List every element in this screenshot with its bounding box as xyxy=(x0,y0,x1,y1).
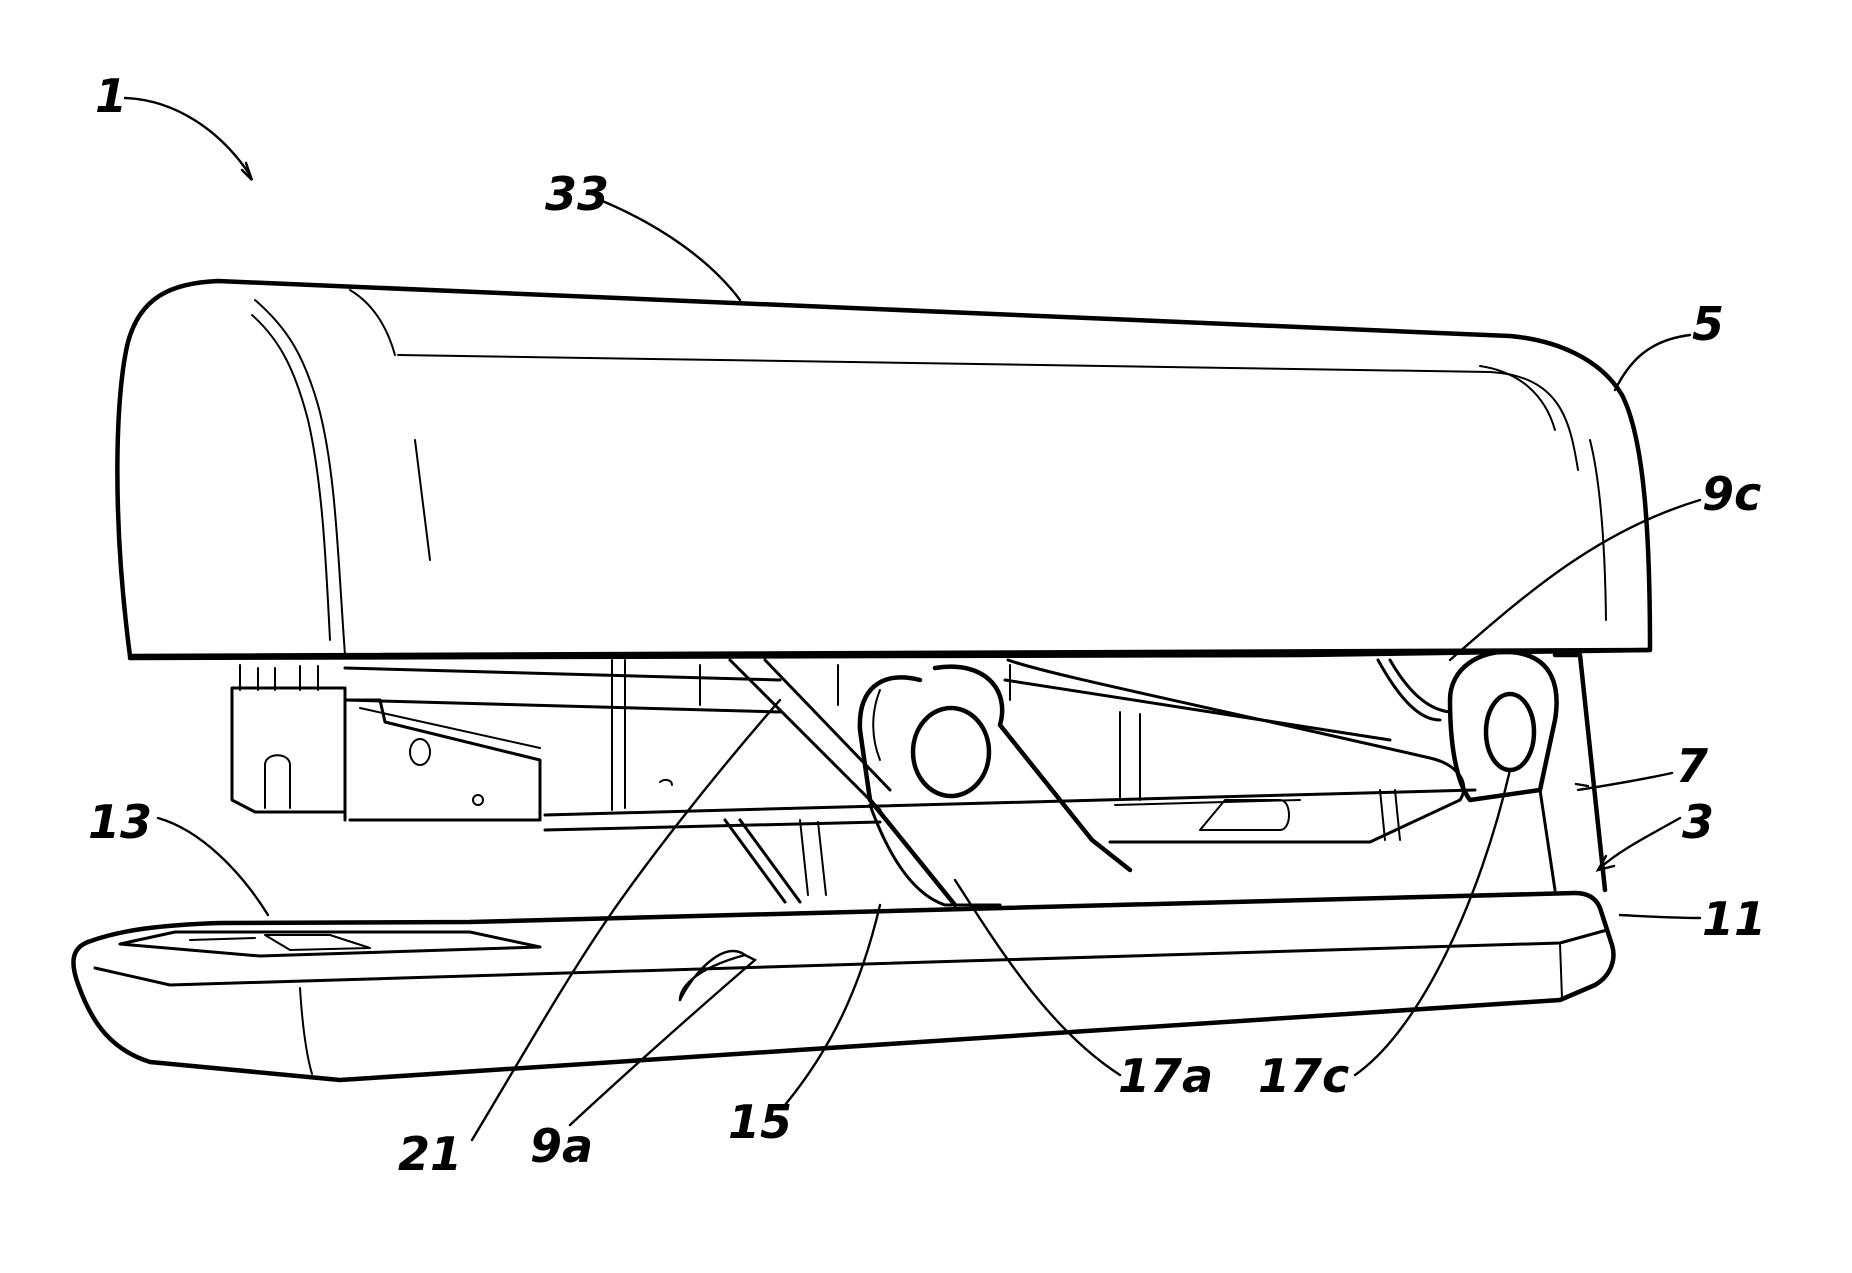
handle-cover xyxy=(117,281,1650,658)
label-15: 15 xyxy=(728,1095,792,1149)
label-5: 5 xyxy=(1692,297,1724,351)
label-7: 7 xyxy=(1676,739,1708,793)
label-17a: 17a xyxy=(1118,1049,1213,1103)
label-21: 21 xyxy=(398,1127,462,1181)
label-17c: 17c xyxy=(1258,1049,1349,1103)
label-3: 3 xyxy=(1682,795,1714,849)
pivot-17c xyxy=(1486,694,1534,770)
label-1: 1 xyxy=(95,69,127,123)
leader-lines xyxy=(125,98,1700,1140)
pivot-17a xyxy=(913,708,989,796)
reference-numerals: 1 33 5 9c 7 3 11 13 17a 17c 15 9a 21 xyxy=(88,69,1766,1181)
label-33: 33 xyxy=(545,167,609,221)
label-9a: 9a xyxy=(530,1119,593,1173)
pivot-links xyxy=(860,652,1605,905)
label-11: 11 xyxy=(1702,892,1766,946)
label-9c: 9c xyxy=(1702,467,1761,521)
magazine-body xyxy=(232,660,1475,902)
label-13: 13 xyxy=(88,795,152,849)
